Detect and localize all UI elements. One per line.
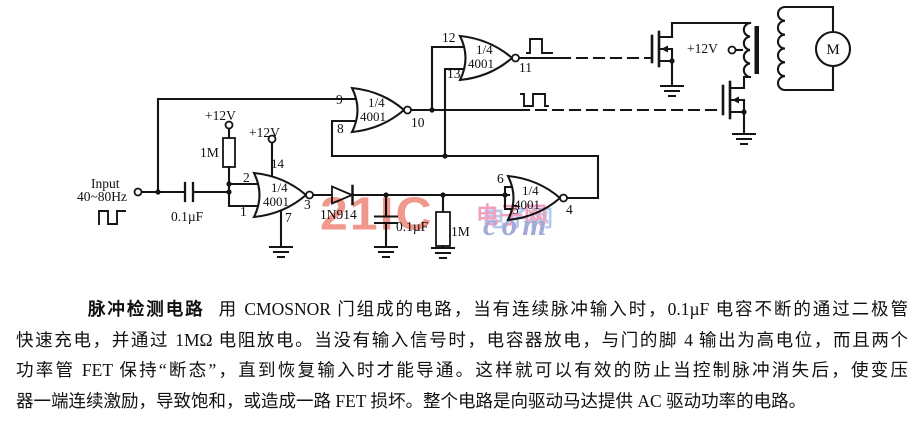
schematic-label: 0.1µF bbox=[171, 209, 204, 224]
motor bbox=[783, 5, 852, 92]
description-line-1-text: 用 CMOSNOR 门组成的电路，当有连续脉冲输入时，0.1µF 电容不断的通过… bbox=[218, 299, 908, 319]
schematic-label: 1N914 bbox=[320, 207, 357, 222]
schematic-label: 4001 bbox=[514, 197, 540, 212]
terminals bbox=[133, 120, 277, 197]
schematic-label: +12V bbox=[205, 108, 236, 123]
junction-dots bbox=[155, 58, 747, 198]
nor-gate-a bbox=[252, 171, 314, 219]
resistor-1m-pullup bbox=[222, 127, 236, 186]
schematic-label: 10 bbox=[411, 115, 425, 130]
schematic-label: 0.1µF bbox=[396, 219, 429, 234]
schematic-label: 7 bbox=[285, 210, 292, 225]
feedback-loop bbox=[330, 67, 600, 200]
schematic-label: 4001 bbox=[360, 109, 386, 124]
schematic-label: Input bbox=[91, 176, 120, 191]
waveform-glyphs bbox=[98, 38, 553, 225]
schematic-label: 1M bbox=[451, 224, 470, 239]
schematic-label: 4001 bbox=[263, 194, 289, 209]
schematic-label: 8 bbox=[337, 121, 344, 136]
schematic-label: 1M bbox=[200, 145, 219, 160]
schematic-label: 1/4 bbox=[271, 180, 288, 195]
schematic-label: 13 bbox=[447, 66, 461, 81]
schematic-label: 2 bbox=[243, 170, 250, 185]
drive-lines bbox=[517, 56, 724, 112]
nor-gate-b bbox=[350, 86, 412, 134]
description-line-3: 功率管 FET 保持“断态”，直到恢复输入时才能导通。这样就可以有效的防止当控制… bbox=[16, 360, 908, 381]
schematic-label: M bbox=[826, 42, 839, 58]
schematic-label: 1/4 bbox=[522, 183, 539, 198]
schematic-label: 12 bbox=[442, 30, 456, 45]
schematic-label: 11 bbox=[519, 60, 532, 75]
schematic-label: 5 bbox=[512, 202, 519, 217]
schematic-label: 6 bbox=[497, 171, 504, 186]
schematic-label: 4 bbox=[566, 202, 573, 217]
gate-a-power bbox=[268, 141, 294, 259]
gate-b-wiring bbox=[409, 45, 521, 112]
description-line-1: 脉冲检测电路用 CMOSNOR 门组成的电路，当有连续脉冲输入时，0.1µF 电… bbox=[16, 294, 908, 325]
transformer bbox=[742, 5, 787, 92]
schematic-label: +12V bbox=[687, 41, 718, 56]
schematic-label: 4001 bbox=[468, 56, 494, 71]
upper-mosfet bbox=[650, 21, 752, 98]
circuit-description: 脉冲检测电路用 CMOSNOR 门组成的电路，当有连续脉冲输入时，0.1µF 电… bbox=[16, 294, 908, 416]
schematic-label: 1 bbox=[240, 204, 247, 219]
center-tap-supply bbox=[727, 45, 744, 55]
input-network bbox=[140, 97, 364, 208]
schematic-label: 14 bbox=[271, 156, 285, 171]
lower-mosfet bbox=[721, 75, 757, 146]
schematic-label: 3 bbox=[304, 197, 311, 212]
description-line-4: 器一端连续激励，导致饱和，或造成一路 FET 损坏。整个电路是向驱动马达提供 A… bbox=[16, 390, 807, 411]
schematic-label: 9 bbox=[336, 92, 343, 107]
schematic-label: 1/4 bbox=[368, 95, 385, 110]
schematic-label: 40~80Hz bbox=[77, 189, 127, 204]
schematic-label: 1/4 bbox=[476, 42, 493, 57]
circuit-title: 脉冲检测电路 bbox=[88, 299, 205, 319]
nor-gate-c bbox=[458, 34, 520, 82]
description-line-2: 快速充电，并通过 1MΩ 电阻放电。当没有输入信号时，电容器放电，与门的脚 4 … bbox=[16, 329, 908, 350]
schematic-label: +12V bbox=[249, 125, 280, 140]
nor-gate-d bbox=[506, 174, 568, 222]
diode-rc-network bbox=[311, 184, 522, 260]
